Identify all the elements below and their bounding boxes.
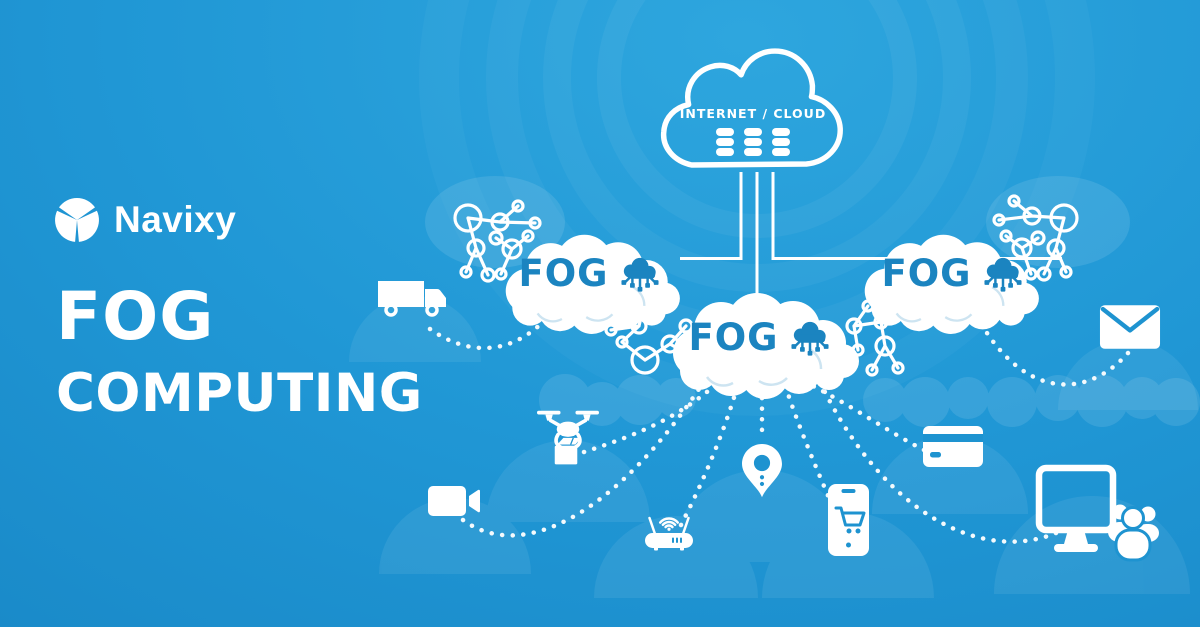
fog-cloud-network-icon xyxy=(984,257,1022,292)
database-servers xyxy=(648,128,858,156)
mail-envelope-icon xyxy=(1099,305,1161,349)
cloud-outline-icon xyxy=(661,48,843,168)
title-line1: FOG xyxy=(56,278,215,355)
fog-node-text: FOG xyxy=(688,316,779,359)
fog-node-label: FOG xyxy=(505,252,675,295)
fog-node-label: FOG xyxy=(675,316,845,359)
fog-cloud-network-icon xyxy=(791,321,829,356)
fog-cloud-network-icon xyxy=(621,257,659,292)
network-nodes-icon xyxy=(453,199,542,283)
database-stack-icon xyxy=(744,128,762,156)
desktop-users-icon xyxy=(1035,464,1159,562)
database-stack-icon xyxy=(772,128,790,156)
internet-cloud: INTERNET / CLOUD xyxy=(648,48,858,171)
fog-node-label: FOG xyxy=(868,252,1038,295)
dotted-links xyxy=(427,316,1131,544)
navixy-logo-icon xyxy=(55,198,99,242)
video-camera-icon xyxy=(428,486,480,516)
brand-name: Navixy xyxy=(114,199,237,240)
faint-cloud-silhouettes xyxy=(425,176,1200,427)
mobile-shopping-icon xyxy=(828,484,869,556)
delivery-truck-icon xyxy=(378,281,446,317)
internet-cloud-label: INTERNET / CLOUD xyxy=(679,106,827,121)
location-pin-icon xyxy=(742,443,782,498)
user-group-icon xyxy=(1108,504,1159,562)
fog-node-text: FOG xyxy=(881,252,972,295)
title-line2: COMPUTING xyxy=(56,363,423,424)
fog-node-text: FOG xyxy=(518,252,609,295)
brand-logo: Navixy xyxy=(54,196,236,244)
wifi-router-icon xyxy=(645,516,693,551)
database-stack-icon xyxy=(716,128,734,156)
page-title: FOG COMPUTING xyxy=(56,278,423,424)
delivery-drone-icon xyxy=(537,410,599,465)
fog-cloud-shape xyxy=(505,234,680,334)
credit-card-icon xyxy=(923,426,983,467)
